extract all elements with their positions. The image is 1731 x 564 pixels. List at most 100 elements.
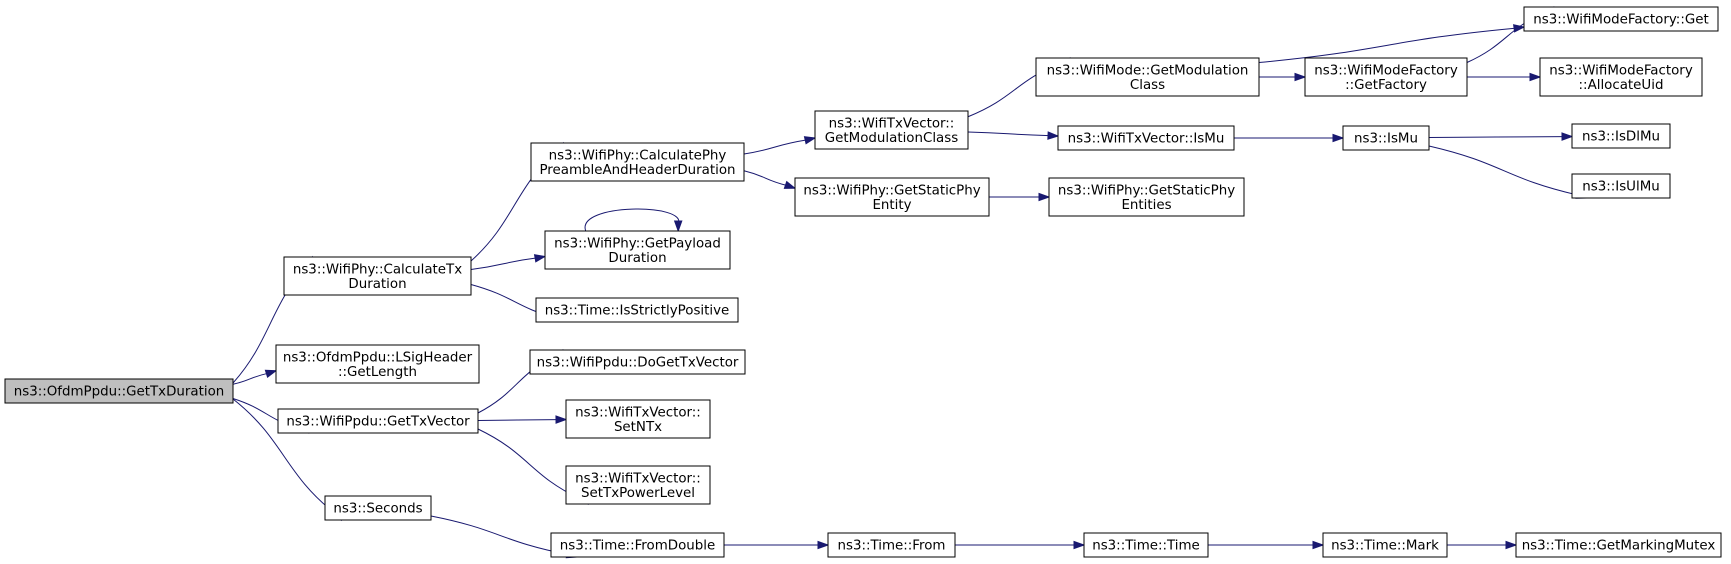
arrowhead-icon	[264, 369, 278, 379]
node-get-tx-duration[interactable]: ns3::OfdmPpdu::GetTxDuration	[4, 378, 234, 404]
node-set-ntx[interactable]: ns3::WifiTxVector::SetNTx	[565, 399, 711, 439]
node-txv-is-mu[interactable]: ns3::WifiTxVector::IsMu	[1057, 125, 1235, 151]
arrowhead-icon	[1047, 131, 1060, 140]
arrowhead-icon	[803, 136, 817, 145]
arrowhead-icon	[1294, 72, 1307, 82]
call-edge	[1234, 133, 1345, 143]
call-edge	[1258, 24, 1526, 63]
call-nodes: ns3::OfdmPpdu::GetTxDuration ns3::WifiPhy…	[4, 6, 1722, 558]
node-ppdu-get-txvector[interactable]: ns3::WifiPpdu::GetTxVector	[277, 408, 479, 434]
node-factory-get-factory[interactable]: ns3::WifiModeFactory::GetFactory	[1304, 57, 1468, 97]
node-factory-get[interactable]: ns3::WifiModeFactory::Get	[1523, 6, 1719, 32]
node-label-line: ns3::Time::FromDouble	[560, 539, 715, 554]
node-label-line: ns3::WifiPhy::CalculateTx	[293, 262, 462, 277]
node-label-line: ns3::Time::Time	[1092, 539, 1200, 554]
call-edge	[989, 192, 1051, 202]
node-time-time[interactable]: ns3::Time::Time	[1083, 532, 1209, 558]
node-label-line: ns3::OfdmPpdu::LSigHeader	[283, 350, 473, 365]
node-label-line: SetNTx	[614, 420, 662, 435]
arrowhead-icon	[1513, 24, 1526, 33]
node-time-mark[interactable]: ns3::Time::Mark	[1322, 532, 1448, 558]
arrowhead-icon	[555, 415, 568, 424]
node-label-line: ns3::WifiTxVector::	[575, 405, 701, 420]
node-label-line: Entity	[872, 198, 911, 213]
arrowhead-icon	[1038, 192, 1051, 202]
arrowhead-icon	[1312, 540, 1325, 550]
node-from-double[interactable]: ns3::Time::FromDouble	[550, 532, 725, 558]
node-label-line: ::GetLength	[338, 365, 417, 380]
node-label-line: ns3::IsMu	[1354, 132, 1418, 147]
node-label-line: SetTxPowerLevel	[581, 486, 695, 501]
call-edge	[743, 136, 817, 155]
node-label-line: PreambleAndHeaderDuration	[539, 163, 735, 178]
node-txv-get-modclass[interactable]: ns3::WifiTxVector::GetModulationClass	[814, 110, 969, 150]
node-label-line: ns3::WifiModeFactory::Get	[1533, 13, 1708, 28]
arrowhead-icon	[817, 540, 830, 550]
node-factory-alloc-uid[interactable]: ns3::WifiModeFactory::AllocateUid	[1539, 57, 1703, 97]
node-label-line: ns3::IsDlMu	[1582, 130, 1660, 145]
call-edge	[1207, 540, 1325, 550]
arrowhead-icon	[673, 220, 683, 233]
node-label-line: ns3::OfdmPpdu::GetTxDuration	[14, 385, 225, 400]
arrowhead-icon	[1561, 132, 1574, 141]
node-calc-preamble[interactable]: ns3::WifiPhy::CalculatePhyPreambleAndHea…	[530, 142, 745, 182]
node-label-line: ns3::WifiTxVector::	[575, 471, 701, 486]
arrowhead-icon	[1332, 133, 1345, 143]
node-label-line: ::AllocateUid	[1579, 78, 1664, 93]
node-label-line: ns3::WifiPhy::GetPayload	[554, 236, 721, 251]
call-edge	[1428, 132, 1574, 141]
node-is-strictly-positive[interactable]: ns3::Time::IsStrictlyPositive	[535, 297, 739, 323]
node-label-line: ns3::WifiMode::GetModulation	[1047, 63, 1249, 78]
node-is-ul-mu[interactable]: ns3::IsUlMu	[1571, 173, 1671, 199]
call-edge	[743, 170, 797, 189]
arrowhead-icon	[783, 180, 797, 189]
node-label-line: ns3::IsUlMu	[1582, 180, 1660, 195]
node-label-line: ns3::WifiPpdu::DoGetTxVector	[537, 356, 739, 371]
node-label-line: ns3::WifiPhy::GetStaticPhy	[1058, 183, 1235, 198]
node-is-mu[interactable]: ns3::IsMu	[1342, 125, 1430, 151]
node-label-line: ns3::WifiPhy::GetStaticPhy	[803, 183, 980, 198]
node-label-line: ns3::WifiPpdu::GetTxVector	[286, 415, 470, 430]
node-seconds[interactable]: ns3::Seconds	[324, 495, 432, 521]
node-label-line: GetModulationClass	[825, 131, 958, 146]
arrowhead-icon	[1505, 540, 1518, 550]
node-get-marking-mutex[interactable]: ns3::Time::GetMarkingMutex	[1515, 532, 1722, 558]
node-label-line: ns3::Time::GetMarkingMutex	[1522, 539, 1716, 554]
node-label-line: ns3::Time::Mark	[1331, 539, 1439, 554]
node-label-line: ::GetFactory	[1345, 78, 1427, 93]
call-edge	[1428, 145, 1589, 199]
node-do-get-txvector[interactable]: ns3::WifiPpdu::DoGetTxVector	[529, 349, 746, 375]
call-edge	[1258, 72, 1307, 82]
arrowhead-icon	[1529, 72, 1542, 82]
node-label-line: Duration	[608, 251, 666, 266]
node-set-txpower[interactable]: ns3::WifiTxVector::SetTxPowerLevel	[565, 465, 711, 505]
arrowhead-icon	[1073, 540, 1086, 550]
node-label-line: ns3::WifiTxVector::IsMu	[1068, 132, 1225, 147]
call-edge	[584, 208, 683, 233]
node-label-line: ns3::Time::From	[838, 539, 946, 554]
node-mode-get-modclass[interactable]: ns3::WifiMode::GetModulationClass	[1035, 57, 1260, 97]
node-time-from[interactable]: ns3::Time::From	[827, 532, 956, 558]
arrowhead-icon	[533, 254, 547, 263]
node-is-dl-mu[interactable]: ns3::IsDlMu	[1571, 123, 1671, 149]
node-label-line: ns3::WifiModeFactory	[1549, 63, 1693, 78]
node-label-line: ns3::WifiModeFactory	[1314, 63, 1458, 78]
node-label-line: Entities	[1121, 198, 1171, 213]
node-label-line: Class	[1130, 78, 1165, 93]
call-edge	[954, 540, 1086, 550]
call-edge	[723, 540, 830, 550]
call-edge	[1467, 72, 1542, 82]
call-edge	[470, 254, 547, 270]
call-edge	[967, 131, 1060, 140]
call-edge	[232, 369, 278, 385]
node-lsig-get-length[interactable]: ns3::OfdmPpdu::LSigHeader::GetLength	[275, 344, 480, 384]
node-label-line: ns3::WifiTxVector::	[829, 116, 955, 131]
node-label-line: ns3::WifiPhy::CalculatePhy	[549, 148, 727, 163]
call-edge	[1446, 540, 1518, 550]
node-label-line: ns3::Seconds	[333, 502, 422, 517]
